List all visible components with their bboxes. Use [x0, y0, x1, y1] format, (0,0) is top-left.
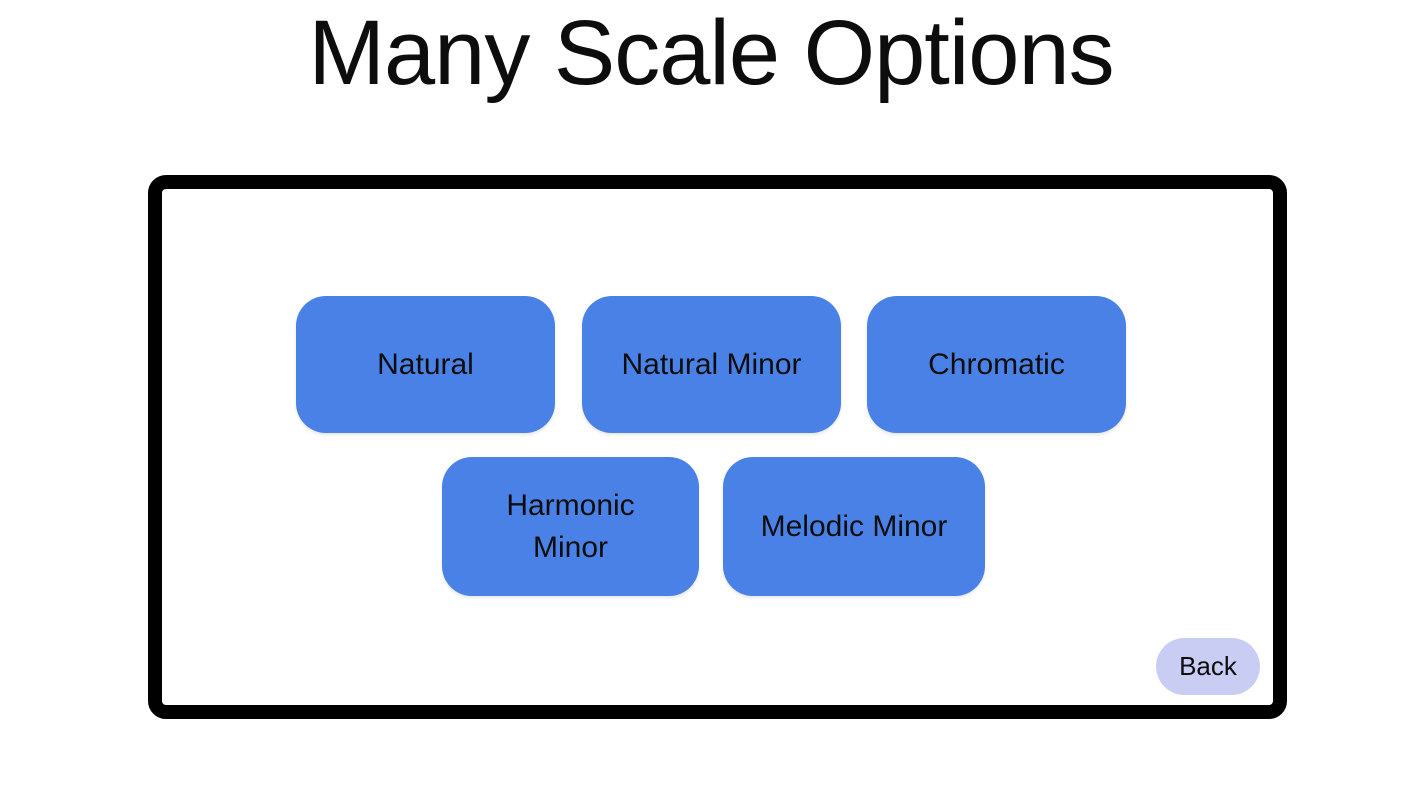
back-button-label: Back — [1179, 651, 1237, 681]
scale-button-natural-label: Natural — [377, 347, 474, 381]
scale-button-natural-minor[interactable]: Natural Minor — [582, 296, 841, 433]
scale-button-melodic-minor-label: Melodic Minor — [760, 509, 948, 543]
scale-button-melodic-minor[interactable]: Melodic Minor — [723, 457, 985, 596]
app-screen-frame: Natural Natural Minor Chromatic Harmonic… — [148, 175, 1287, 719]
back-button[interactable]: Back — [1156, 638, 1260, 695]
scale-button-natural[interactable]: Natural — [296, 296, 555, 433]
scale-button-harmonic-minor[interactable]: Harmonic Minor — [442, 457, 699, 596]
page-title: Many Scale Options — [308, 2, 1114, 104]
scale-button-chromatic[interactable]: Chromatic — [867, 296, 1126, 433]
scale-button-harmonic-minor-label: Harmonic Minor — [506, 489, 635, 564]
scale-button-natural-minor-label: Natural Minor — [621, 347, 802, 381]
scale-button-chromatic-label: Chromatic — [928, 347, 1065, 381]
